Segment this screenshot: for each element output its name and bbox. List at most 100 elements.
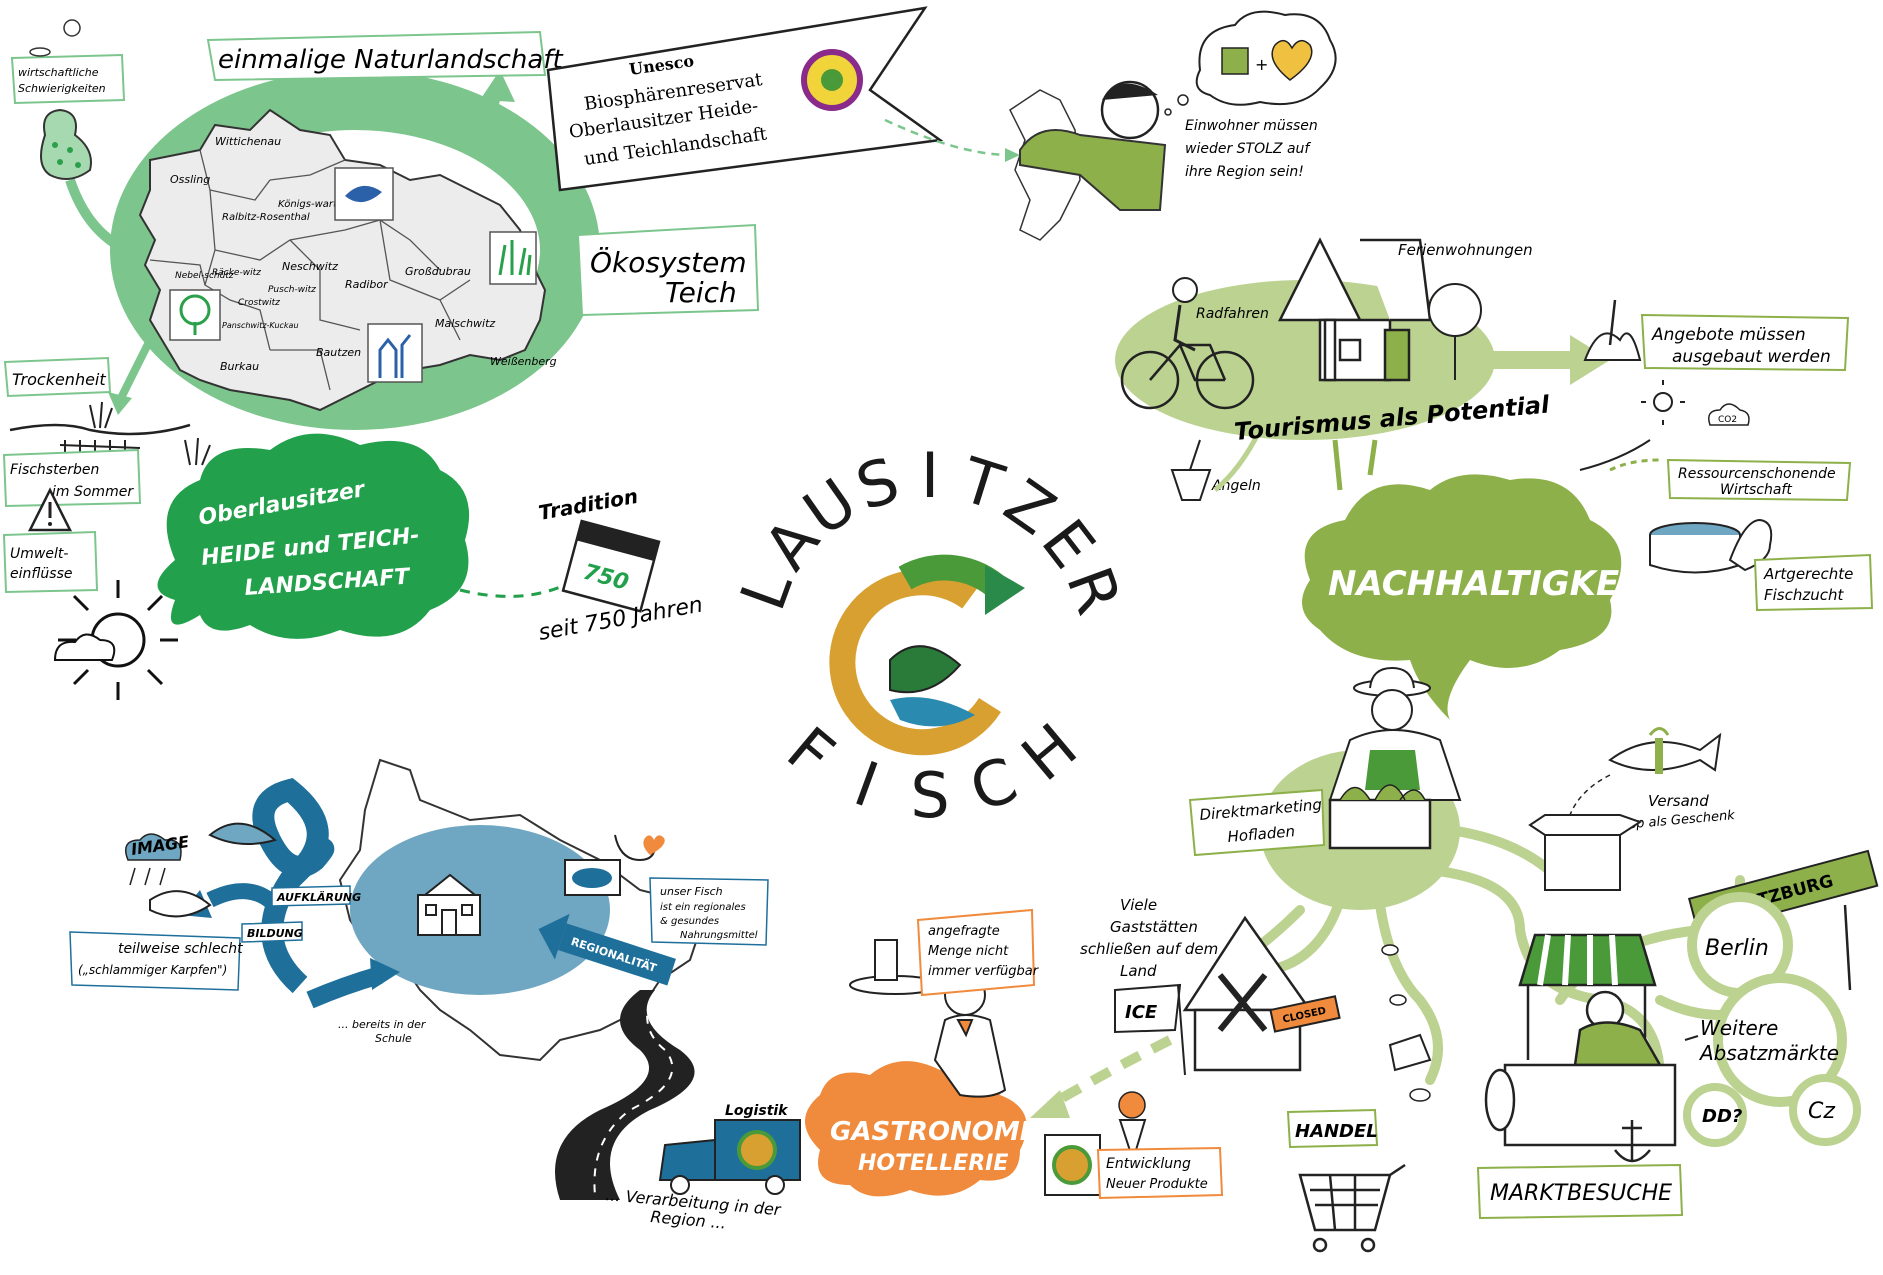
school-icon: [417, 873, 481, 936]
anchor-icon: [1614, 1120, 1651, 1163]
sustainability-cloud: [1302, 474, 1622, 720]
title-line1-letter: U: [790, 464, 869, 550]
dd-bubble: [1683, 1083, 1747, 1147]
schlecht-label-box: [69, 931, 241, 991]
title-line2-letter: H: [1008, 709, 1091, 795]
fisch-label-box: [649, 877, 769, 946]
gift-fish-icon: [1608, 727, 1722, 774]
menge-label-box: [916, 908, 1036, 997]
blue-spiral-arrow: [252, 778, 335, 994]
title-line1-letter: Z: [992, 465, 1069, 549]
unesco-banner: Unesco Biosphärenreservat Oberlausitzer …: [546, 6, 944, 192]
fischsterben-label-box: [2, 448, 142, 508]
arrow-from-econ: [65, 178, 142, 260]
lausitz-fisch-logo: [829, 554, 1025, 756]
money-stack-icon: [1388, 1033, 1432, 1072]
dashed-link-pride: [884, 118, 1011, 157]
bucket-icon: [1170, 469, 1212, 501]
gastro-group: GASTRONOMIE HOTELLERIE angefragte Menge …: [805, 896, 1341, 1200]
farmer-icon: [1328, 666, 1462, 850]
title-line1-letter: E: [1028, 506, 1110, 582]
entw-label-box: [1096, 1146, 1224, 1200]
marktbesuche-label-box: [1476, 1163, 1684, 1220]
viele-line1: Viele: [1120, 896, 1157, 914]
title-line1-letter: T: [952, 443, 1012, 525]
viele-line3: schließen auf dem: [1080, 940, 1218, 958]
bildung-label-box: [241, 921, 303, 943]
arrow-head-naturlandschaft: [480, 70, 515, 102]
bicycle-icon: [1120, 343, 1255, 410]
pride-line2: wieder STOLZ auf: [1185, 141, 1311, 157]
aufklaerung-label-box: [271, 885, 351, 907]
direct-label-box: [1188, 788, 1326, 857]
viele-line2: Gaststätten: [1110, 918, 1198, 936]
fish-sad-icon: [149, 890, 212, 918]
title-line1-letter: A: [750, 505, 834, 583]
region-map: [138, 108, 547, 412]
dirt-pile-icon: [1583, 332, 1642, 361]
coin-icon: [1381, 944, 1399, 956]
regionalitaet-arrow: [557, 923, 676, 986]
verarb-line1: ... Verarbeitung in der: [605, 1185, 783, 1219]
schule-line1: ... bereits in der: [338, 1018, 427, 1031]
closed-house-icon: [1182, 915, 1313, 1072]
money-icon: [1221, 47, 1249, 75]
fish-can-icon: [1044, 1134, 1101, 1196]
box-icon: [1528, 814, 1643, 891]
umwelt-label-box: [2, 530, 99, 594]
ice-cream-icon: [1118, 1119, 1147, 1164]
pride-line3: ihre Region sein!: [1185, 164, 1304, 180]
small-cloud-icon: [53, 633, 116, 661]
co2-cloud-icon: [1708, 403, 1750, 426]
warning-icon: [27, 487, 73, 532]
plug-icon: [1579, 439, 1651, 471]
title-line1-letter: I: [921, 439, 939, 512]
rain-cloud-icon: [125, 833, 182, 861]
title-line1-letter: S: [848, 443, 907, 524]
title-line2-letter: I: [845, 747, 887, 822]
road: [555, 990, 695, 1200]
arrow-head-econ: [130, 240, 160, 272]
title-line2-letter: C: [961, 743, 1027, 826]
schule-line2: Schule: [375, 1032, 412, 1045]
umbrella-icon: [208, 822, 278, 845]
grass-icon: [89, 401, 211, 466]
money-bag-icon: [29, 19, 92, 180]
trockenheit-label-box: [3, 356, 112, 398]
tradition-group: Tradition 750 seit 750 Jahren: [537, 484, 705, 646]
artgerecht-label-box: [1753, 553, 1874, 612]
weitere-bubble: [1713, 973, 1847, 1107]
dashed-link-tradition: [459, 583, 566, 598]
title-line1-letter: L: [726, 561, 807, 619]
small-sun-icon: [1653, 392, 1673, 412]
econ-label-box: [10, 53, 126, 105]
angebote-label-box: [1640, 313, 1850, 372]
shopping-cart-icon: [1298, 1163, 1406, 1253]
closed-sign: [1269, 995, 1341, 1033]
cyclist-head: [1172, 277, 1198, 303]
ice-flag: [1114, 983, 1182, 1034]
small-heart-icon: [643, 835, 665, 855]
heart-icon: [1271, 39, 1313, 81]
title-line1-letter: R: [1052, 558, 1135, 623]
ground-line: [9, 423, 191, 436]
tradition-label: Tradition: [537, 484, 640, 525]
handel-label-box: [1286, 1108, 1379, 1149]
crate-icon: [1328, 798, 1432, 850]
thought-cloud: [1195, 10, 1337, 106]
pride-line1: Einwohner müssen: [1185, 118, 1318, 134]
truck-icon: [658, 1119, 801, 1195]
arrow-head-trockenheit: [108, 392, 132, 415]
oekosystem-label-box: [576, 223, 760, 317]
dead-fish-icon: [59, 440, 141, 452]
tree-icon: [1428, 283, 1482, 337]
pride-group: + Einwohner müssen wieder STOLZ auf ihre…: [884, 10, 1337, 241]
viele-line4: Land: [1120, 962, 1157, 980]
market-stall-icon: [1484, 933, 1677, 1147]
image-group: AUFKLÄRUNG BILDUNG IMAGE teilweise schle…: [69, 758, 801, 1233]
house-icon: [1277, 237, 1432, 382]
cz-bubble: [1789, 1074, 1861, 1146]
